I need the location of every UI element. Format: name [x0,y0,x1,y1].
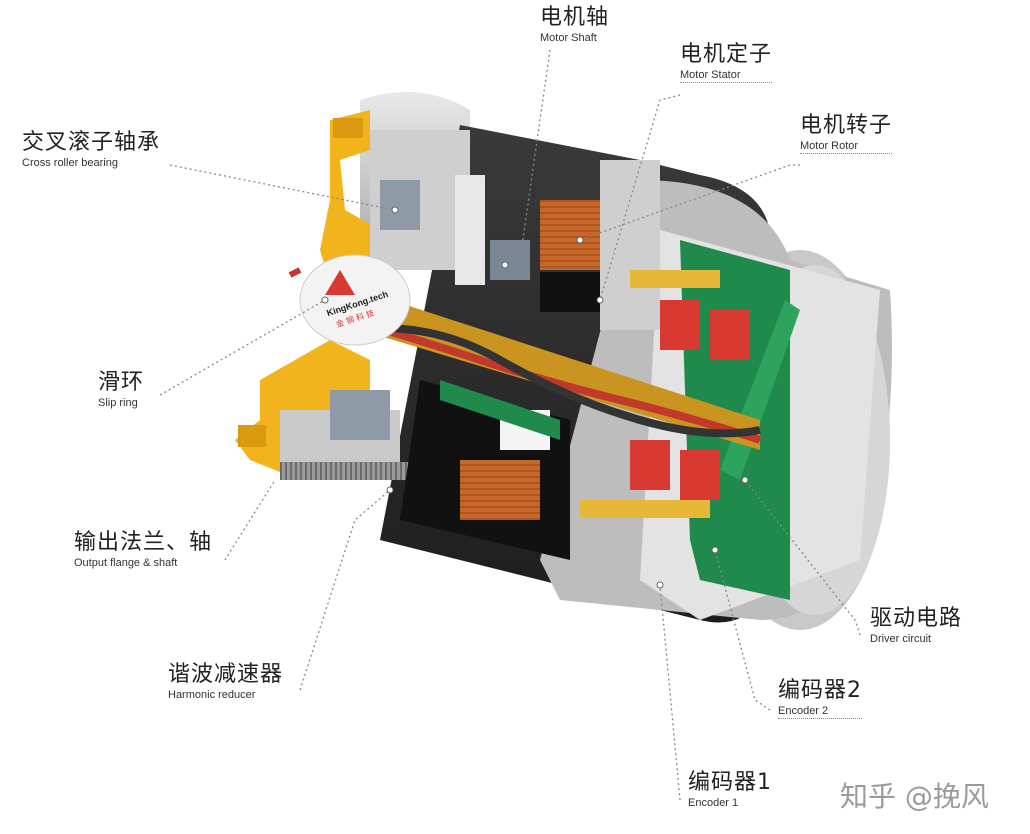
leader-lines [159,49,861,801]
label-cn: 电机轴 [540,5,610,30]
label-en: Motor Shaft [540,32,597,44]
label-en: Output flange & shaft [74,557,178,569]
label-motor-shaft: 电机轴 Motor Shaft [540,5,609,45]
encoder-1-parts [580,440,720,518]
label-en: Cross roller bearing [22,157,118,169]
label-cross-roller-bearing: 交叉滚子轴承 Cross roller bearing [22,130,160,170]
label-cn: 谐波减速器 [168,662,284,687]
watermark: 知乎 @挽风 [840,780,989,813]
label-slip-ring: 滑环 Slip ring [98,370,144,410]
label-en: Driver circuit [870,633,932,645]
slip-ring [288,254,411,346]
encoder-2-parts [630,270,750,360]
label-cn: 编码器2 [778,678,862,703]
label-en: Slip ring [98,397,138,409]
label-cn: 输出法兰、轴 [74,530,213,555]
label-harmonic-reducer: 谐波减速器 Harmonic reducer [168,662,283,702]
label-encoder-1: 编码器1 Encoder 1 [688,770,772,810]
label-encoder-2: 编码器2 Encoder 2 [778,678,862,719]
leader-dots [321,206,749,589]
label-motor-stator: 电机定子 Motor Stator [680,42,773,83]
label-motor-rotor: 电机转子 Motor Rotor [800,113,893,154]
cross-roller-bearing-housing [320,110,380,300]
label-en: Motor Stator [680,68,773,83]
label-cn: 滑环 [98,370,145,395]
label-en: Encoder 2 [778,704,862,719]
label-cn: 交叉滚子轴承 [22,130,161,155]
motor-shaft-upper [370,130,530,285]
label-cn: 驱动电路 [870,606,963,631]
motor-stator-lower [400,380,570,560]
label-cn: 电机转子 [800,113,893,138]
label-output-flange: 输出法兰、轴 Output flange & shaft [74,530,212,570]
label-cn: 电机定子 [680,42,773,67]
motor-stator-upper [540,160,660,330]
harmonic-reducer [280,390,420,480]
label-cn: 编码器1 [688,770,772,795]
label-driver-circuit: 驱动电路 Driver circuit [870,606,962,646]
hollow-shaft [348,290,762,450]
label-en: Encoder 1 [688,797,739,809]
label-en: Harmonic reducer [168,689,256,701]
label-en: Motor Rotor [800,139,893,154]
